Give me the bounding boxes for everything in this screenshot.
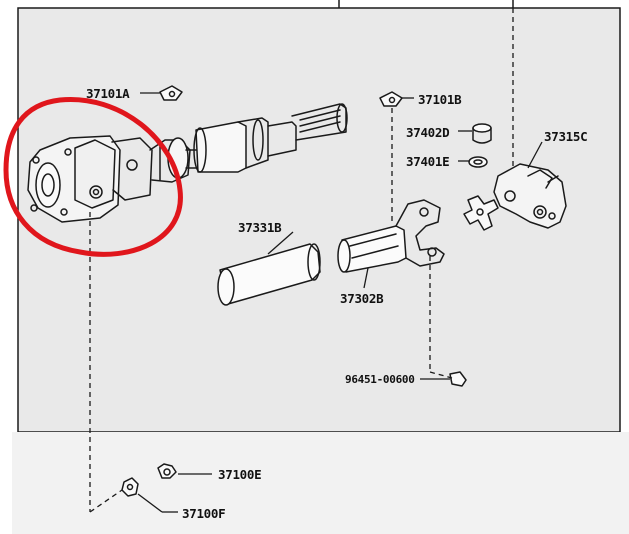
label-96451-00600: 96451-00600 — [345, 373, 415, 386]
sleeve-37331b — [217, 243, 321, 306]
label-37101b: 37101B — [418, 92, 462, 107]
yoke-37315c — [493, 163, 567, 229]
highlight-circle — [3, 96, 183, 257]
bolt-96451-icon — [449, 371, 467, 387]
label-37401e: 37401E — [406, 154, 450, 169]
label-37100e: 37100E — [218, 467, 262, 482]
clip-37101a-icon — [159, 85, 183, 101]
label-37402d: 37402D — [406, 125, 450, 140]
flange-yoke-assembly — [27, 135, 199, 223]
splined-shaft — [193, 103, 348, 173]
snap-ring-37401e-icon — [468, 156, 488, 168]
spider-cross-icon — [463, 195, 499, 231]
clip-37101b-icon — [379, 91, 403, 107]
label-37331b: 37331B — [238, 220, 282, 235]
label-37315c: 37315C — [544, 129, 588, 144]
bearing-cup-37402d-icon — [472, 123, 492, 144]
diagram-panel — [17, 7, 621, 433]
label-37302b: 37302B — [340, 291, 384, 306]
slip-yoke-37302b — [337, 199, 445, 273]
label-37100f: 37100F — [182, 506, 226, 521]
nut-37100e-icon — [157, 463, 177, 479]
label-37101a: 37101A — [86, 86, 130, 101]
